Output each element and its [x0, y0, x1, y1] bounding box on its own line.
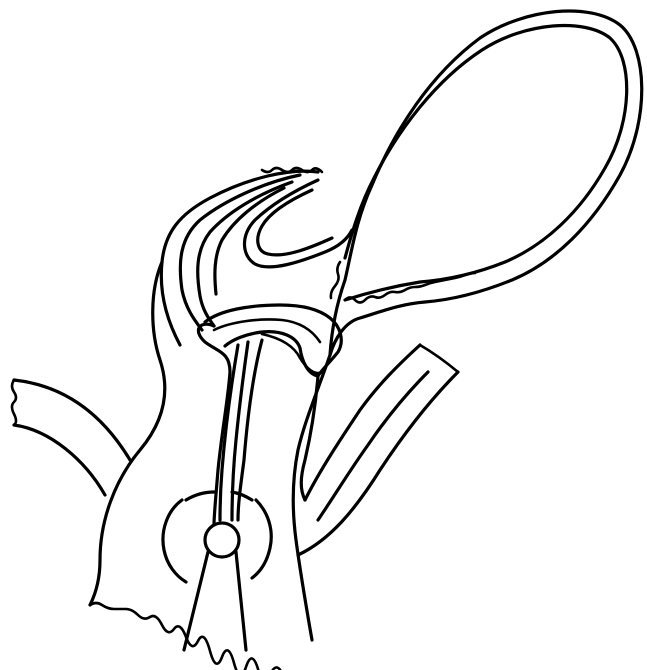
ring-right-arc: [252, 500, 271, 578]
left-branch-upper: [14, 380, 130, 460]
stalk-collar-curl: [262, 334, 322, 373]
right-branch-outer: [298, 372, 458, 555]
body-right-contour: [293, 355, 330, 640]
sac-inner-wall: [345, 26, 627, 301]
fold-line-5: [258, 190, 332, 255]
keyhole-stem: [184, 552, 246, 650]
ring-upper-right: [232, 492, 252, 500]
stalk-collar-top: [205, 305, 341, 376]
body-left-contour: [90, 262, 165, 605]
right-branch-cut: [420, 345, 458, 372]
keyhole-knob: [205, 523, 239, 557]
fold-line-4: [244, 180, 352, 267]
ring-left-arc: [163, 500, 186, 582]
left-branch-cut: [12, 380, 16, 425]
ring-upper-left: [186, 492, 214, 500]
left-branch-lower: [14, 425, 105, 495]
body-bottom-cut: [90, 603, 306, 670]
